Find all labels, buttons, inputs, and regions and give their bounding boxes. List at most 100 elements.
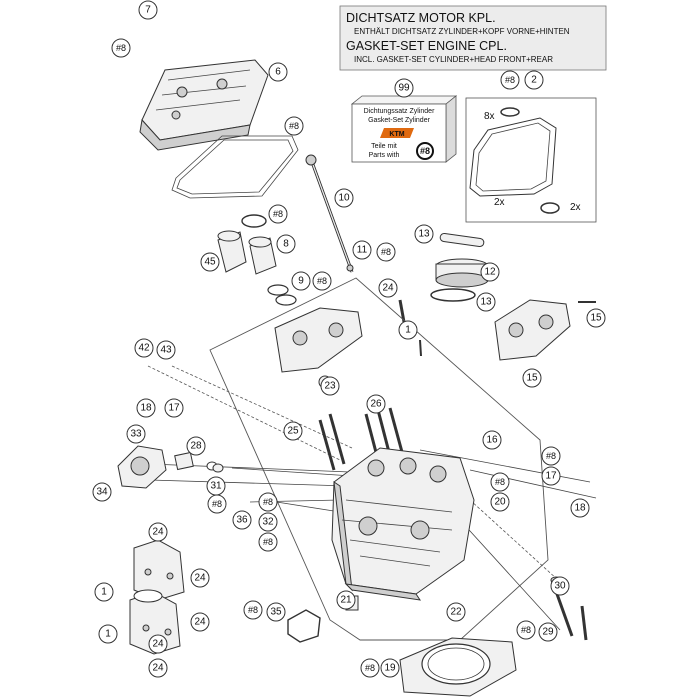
ktm-logo: KTM — [380, 128, 414, 138]
callout-ref-8: #8 — [258, 492, 278, 512]
cylinder-head — [331, 447, 475, 611]
callout-ref-8: #8 — [490, 472, 510, 492]
callout-label: 1 — [405, 325, 411, 336]
callout-29: 29 — [538, 622, 558, 642]
callout-label: 13 — [480, 297, 492, 308]
callout-label: 24 — [152, 663, 164, 674]
gasket-kit-frame: 8x 2x 2x — [465, 97, 597, 223]
callout-label: 12 — [484, 267, 496, 278]
valve-cover — [139, 59, 269, 151]
callout-label: 16 — [486, 435, 498, 446]
callout-ref-8: #8 — [268, 204, 288, 224]
callout-label: 9 — [298, 276, 304, 287]
callout-label: 6 — [275, 67, 281, 78]
callout-label: 1 — [101, 587, 107, 598]
callout-7: 7 — [138, 0, 158, 20]
callout-45: 45 — [200, 252, 220, 272]
callout-31: 31 — [206, 476, 226, 496]
callout-28: 28 — [186, 436, 206, 456]
callout-20: 20 — [490, 492, 510, 512]
callout-24: 24 — [148, 634, 168, 654]
callout-15: 15 — [586, 308, 606, 328]
callout-26: 26 — [366, 394, 386, 414]
callout-ref-8: #8 — [360, 658, 380, 678]
callout-21: 21 — [336, 590, 356, 610]
callout-24: 24 — [148, 658, 168, 678]
callout-label: #8 — [212, 499, 222, 509]
callout-label: 24 — [152, 639, 164, 650]
callout-label: 13 — [418, 229, 430, 240]
callout-ref-8: #8 — [111, 38, 131, 58]
notice-line-4: INCL. GASKET-SET CYLINDER+HEAD FRONT+REA… — [354, 55, 553, 64]
callout-label: #8 — [317, 276, 327, 286]
callout-label: 24 — [194, 573, 206, 584]
callout-12: 12 — [480, 262, 500, 282]
callout-35: 35 — [266, 602, 286, 622]
callout-34: 34 — [92, 482, 112, 502]
callout-label: 17 — [545, 471, 557, 482]
callout-ref-8: #8 — [284, 116, 304, 136]
notice-line-1: DICHTSATZ MOTOR KPL. — [346, 11, 496, 25]
callout-1: 1 — [98, 624, 118, 644]
callout-label: 43 — [160, 345, 172, 356]
callout-label: 45 — [204, 257, 216, 268]
callout-label: 8 — [283, 239, 289, 250]
callout-23: 23 — [320, 376, 340, 396]
callout-label: #8 — [521, 625, 531, 635]
callout-33: 33 — [126, 424, 146, 444]
callout-label: #8 — [505, 75, 515, 85]
head-gasket — [399, 637, 517, 697]
long-bolt — [305, 154, 354, 273]
notice-line-2: ENTHÄLT DICHTSATZ ZYLINDER+KOPF VORNE+HI… — [354, 27, 570, 36]
callout-24: 24 — [190, 612, 210, 632]
callout-label: 35 — [270, 607, 282, 618]
callout-label: #8 — [273, 209, 283, 219]
callout-label: 30 — [554, 581, 566, 592]
small-gasket — [287, 609, 321, 643]
callout-label: 36 — [236, 515, 248, 526]
callout-1: 1 — [398, 320, 418, 340]
callout-24: 24 — [190, 568, 210, 588]
callout-ref-8: #8 — [312, 271, 332, 291]
camshaft-carrier-right — [494, 299, 571, 361]
callout-ref-8: #8 — [516, 620, 536, 640]
callout-label: 7 — [145, 5, 151, 16]
assembly-outline — [209, 277, 549, 641]
callout-18: 18 — [136, 398, 156, 418]
callout-label: 32 — [262, 517, 274, 528]
callout-17: 17 — [541, 466, 561, 486]
gasket-set-card: Dichtungssatz Zylinder Gasket-Set Zylind… — [350, 95, 458, 163]
callout-ref-8: #8 — [500, 70, 520, 90]
callout-11: 11 — [352, 240, 372, 260]
callout-22: 22 — [446, 602, 466, 622]
callout-10: 10 — [334, 188, 354, 208]
spark-plug-tubes — [217, 214, 297, 306]
callout-9: 9 — [291, 271, 311, 291]
cam-seal-parts — [430, 232, 489, 302]
callout-ref-8: #8 — [541, 446, 561, 466]
callout-label: 11 — [357, 245, 368, 256]
callout-label: #8 — [495, 477, 505, 487]
callout-label: 31 — [210, 481, 222, 492]
callout-42: 42 — [134, 338, 154, 358]
notice-line-3: GASKET-SET ENGINE CPL. — [346, 39, 507, 53]
card-line-2: Gasket-Set Zylinder — [368, 117, 431, 124]
card-line-3: Teile mit — [371, 143, 397, 150]
callout-label: #8 — [546, 451, 556, 461]
tensioner — [117, 445, 224, 489]
callout-label: 24 — [382, 283, 394, 294]
callout-label: #8 — [116, 43, 126, 53]
callout-2: 2 — [524, 70, 544, 90]
callout-30: 30 — [550, 576, 570, 596]
callout-13: 13 — [476, 292, 496, 312]
callout-label: #8 — [289, 121, 299, 131]
callout-label: 24 — [152, 527, 164, 538]
callout-36: 36 — [232, 510, 252, 530]
callout-label: 34 — [96, 487, 108, 498]
callout-label: 17 — [168, 403, 180, 414]
camshaft-carrier-left — [274, 307, 363, 389]
callout-label: #8 — [263, 537, 273, 547]
qty-2x-right: 2x — [570, 202, 581, 213]
